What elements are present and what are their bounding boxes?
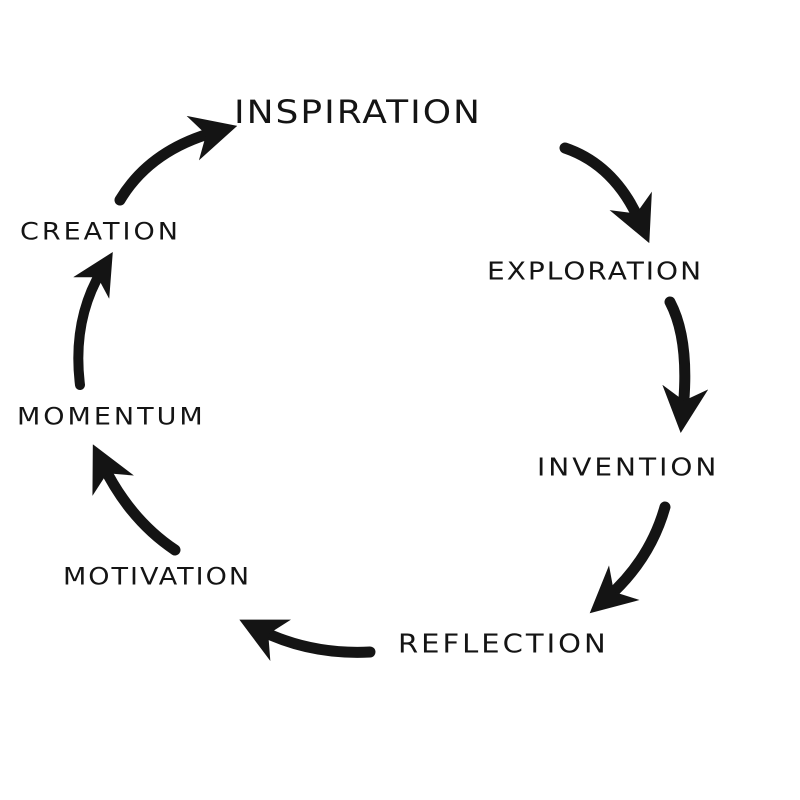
stage-label-motivation: MOTIVATION	[63, 563, 252, 591]
stage-label-inspiration: INSPIRATION	[234, 94, 482, 131]
arrow-motivation-to-momentum	[92, 444, 181, 556]
stage-label-invention: INVENTION	[537, 452, 720, 482]
stage-label-exploration: EXPLORATION	[487, 256, 704, 286]
stage-label-creation: CREATION	[20, 218, 181, 246]
arrow-exploration-to-invention	[662, 296, 709, 433]
arrow-momentum-to-creation	[73, 251, 113, 390]
arrow-creation-to-inspiration	[114, 115, 238, 206]
stage-label-reflection: REFLECTION	[398, 628, 609, 659]
arrow-inspiration-to-exploration	[559, 142, 652, 244]
arrow-reflection-to-motivation	[239, 619, 376, 661]
arrow-invention-to-reflection	[589, 501, 671, 614]
stage-label-momentum: MOMENTUM	[17, 403, 206, 431]
